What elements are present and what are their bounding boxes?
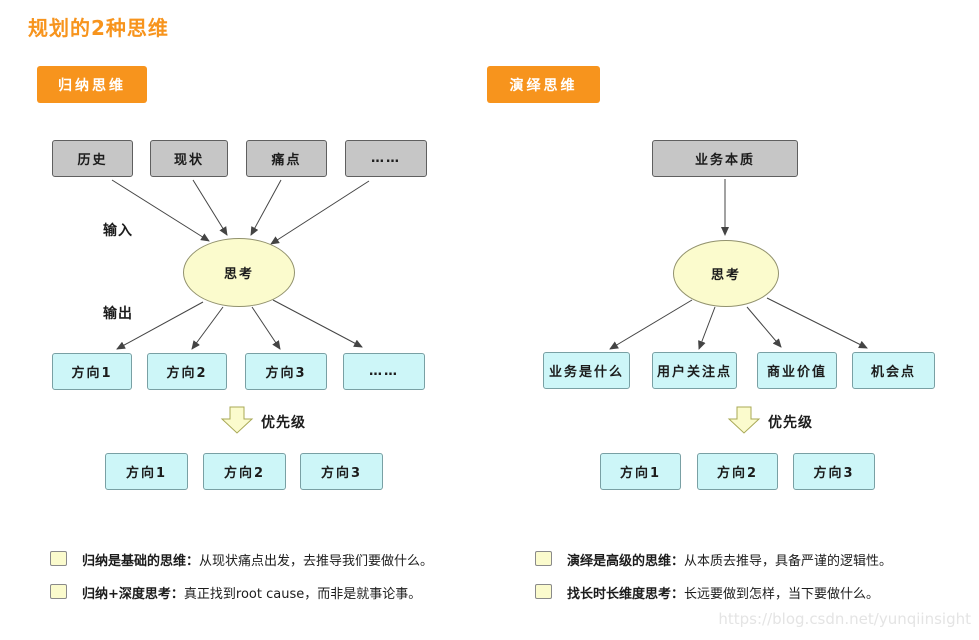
note-prefix: 演绎是高级的思维：	[567, 554, 685, 569]
output-label: 输出	[103, 306, 133, 322]
source-box-history: 历史	[52, 140, 133, 177]
direction-box-business-value: 商业价值	[757, 352, 837, 389]
source-box-painpoint: 痛点	[246, 140, 327, 177]
priority-box-2: 方向2	[697, 453, 778, 490]
priority-box-1: 方向1	[600, 453, 681, 490]
note-prefix: 归纳+深度思考：	[82, 587, 184, 602]
direction-box-opportunity: 机会点	[852, 352, 935, 389]
page-title: 规划的2种思维	[28, 16, 169, 40]
priority-box-3: 方向3	[300, 453, 383, 490]
priority-label-left: 优先级	[261, 415, 306, 431]
input-label: 输入	[103, 223, 133, 239]
note-bullet-square	[50, 551, 67, 566]
direction-box-3: 方向3	[245, 353, 327, 390]
deductive-badge: 演绎思维	[487, 66, 600, 103]
note-body: 真正找到root cause，而非是就事论事。	[183, 587, 422, 602]
csdn-watermark: https://blog.csdn.net/yunqiinsight	[718, 610, 971, 628]
note-bullet-square	[535, 584, 552, 599]
priority-down-arrow-left	[220, 406, 254, 434]
direction-box-2: 方向2	[147, 353, 227, 390]
priority-box-2: 方向2	[203, 453, 286, 490]
note-inductive-deep: 归纳+深度思考：真正找到root cause，而非是就事论事。	[82, 583, 421, 602]
note-bullet-square	[50, 584, 67, 599]
direction-box-more: ……	[343, 353, 425, 390]
direction-box-user-focus: 用户关注点	[652, 352, 737, 389]
source-box-status: 现状	[150, 140, 228, 177]
direction-box-1: 方向1	[52, 353, 132, 390]
think-ellipse-left: 思考	[183, 238, 295, 307]
priority-box-1: 方向1	[105, 453, 188, 490]
note-inductive-basic: 归纳是基础的思维：从现状痛点出发，去推导我们要做什么。	[82, 550, 433, 569]
note-body: 从本质去推导，具备严谨的逻辑性。	[684, 554, 893, 569]
source-box-business-essence: 业务本质	[652, 140, 798, 177]
think-ellipse-right: 思考	[673, 240, 779, 307]
note-body: 从现状痛点出发，去推导我们要做什么。	[199, 554, 434, 569]
note-deductive-advanced: 演绎是高级的思维：从本质去推导，具备严谨的逻辑性。	[567, 550, 892, 569]
note-bullet-square	[535, 551, 552, 566]
note-prefix: 找长时长维度思考：	[567, 587, 685, 602]
note-long-term-thinking: 找长时长维度思考：长远要做到怎样，当下要做什么。	[567, 583, 879, 602]
inductive-badge: 归纳思维	[37, 66, 147, 103]
priority-box-3: 方向3	[793, 453, 875, 490]
priority-label-right: 优先级	[768, 415, 813, 431]
direction-box-what-is-business: 业务是什么	[543, 352, 630, 389]
note-body: 长远要做到怎样，当下要做什么。	[684, 587, 880, 602]
note-prefix: 归纳是基础的思维：	[82, 554, 200, 569]
source-box-more: ……	[345, 140, 427, 177]
priority-down-arrow-right	[727, 406, 761, 434]
